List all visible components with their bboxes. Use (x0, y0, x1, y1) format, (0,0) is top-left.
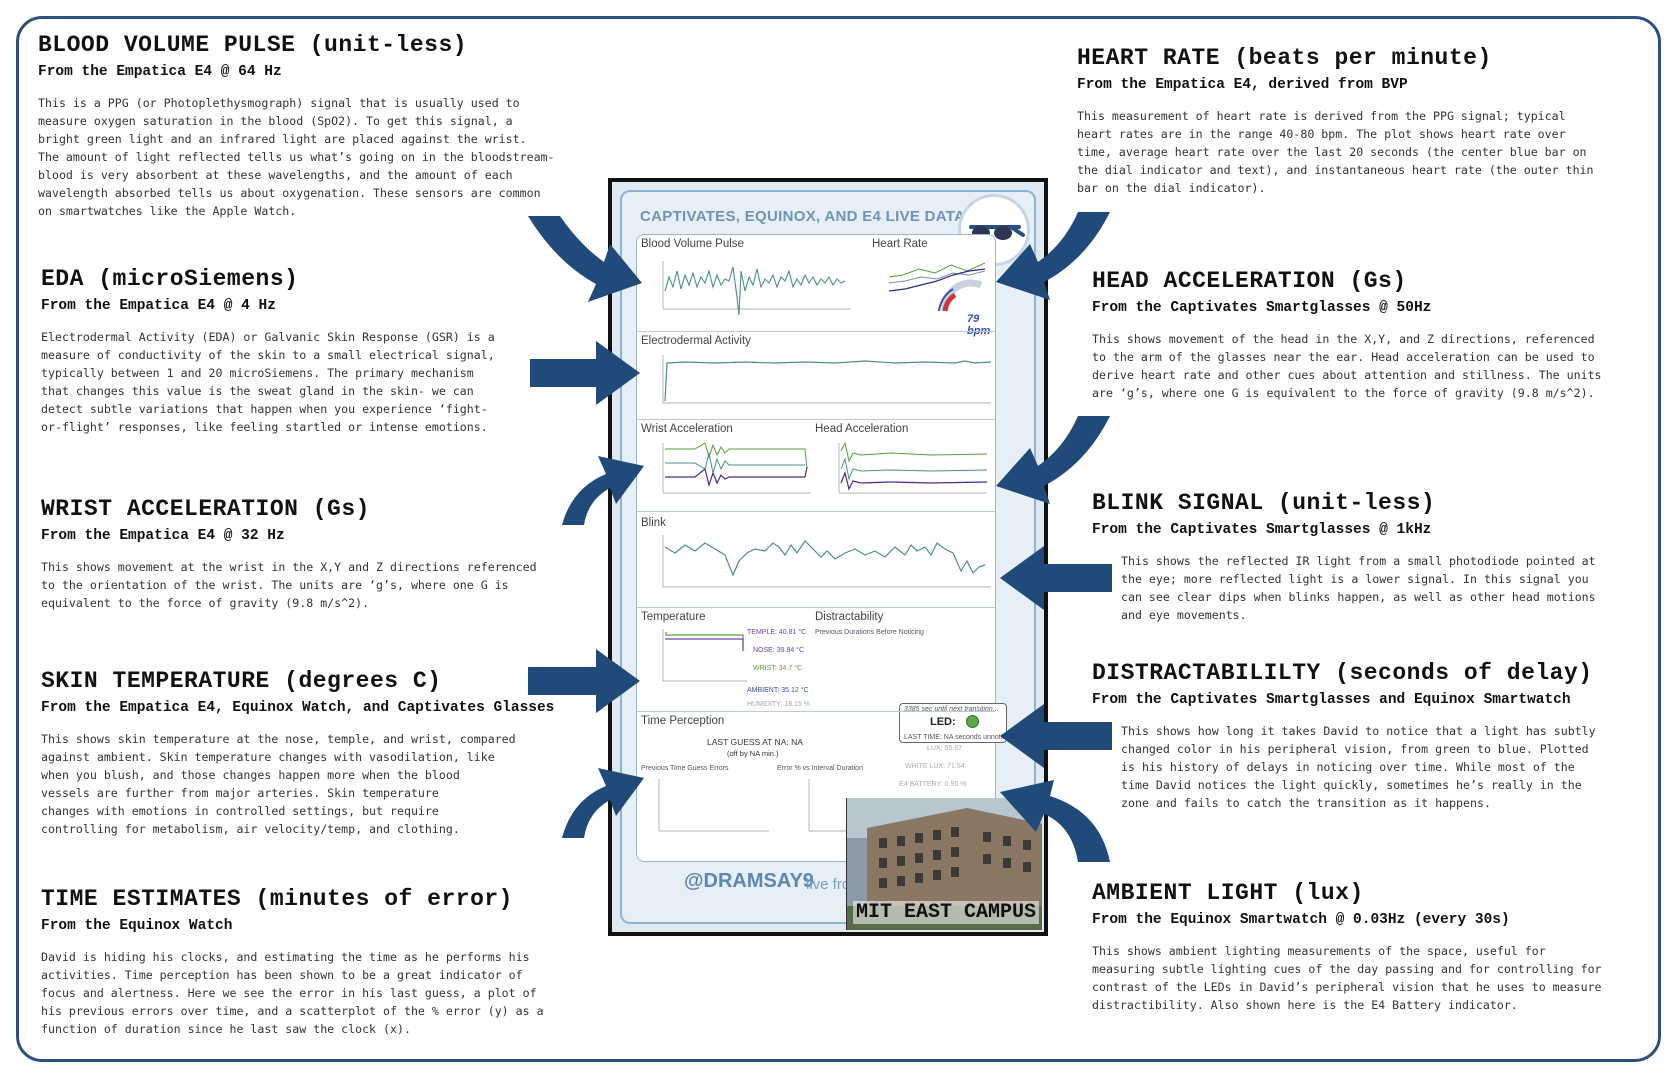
skin-source: From the Empatica E4, Equinox Watch, and… (41, 700, 555, 716)
skin-block: SKIN TEMPERATURE (degrees C) From the Em… (41, 668, 611, 838)
skin-description: This shows skin temperature at the nose,… (41, 732, 516, 836)
panel-label-time: Time Perception (641, 715, 725, 727)
temp-ambient: AMBIENT: 35.12 °C (747, 687, 809, 694)
hr-description: This measurement of heart rate is derive… (1077, 109, 1594, 195)
head-block: HEAD ACCELERATION (Gs) From the Captivat… (1092, 268, 1662, 402)
blink-plot (662, 535, 991, 588)
hr-plot (888, 262, 986, 312)
wrist-description: This shows movement at the wrist in the … (41, 560, 537, 610)
distract-subtitle: Previous Durations Before Noticing (815, 629, 924, 636)
distract-description: This shows how long it takes David to no… (1121, 724, 1596, 810)
white-lux-value: WHITE LUX: 71.54 (905, 763, 965, 770)
ambient-block: AMBIENT LIGHT (lux) From the Equinox Sma… (1092, 880, 1662, 1014)
distract-title: DISTRACTABILILTY (seconds of delay) (1092, 660, 1593, 686)
time-source: From the Equinox Watch (41, 918, 233, 934)
temp-nose: NOSE: 39.84 °C (753, 647, 805, 654)
time-description: David is hiding his clocks, and estimati… (41, 950, 544, 1036)
skin-title: SKIN TEMPERATURE (degrees C) (41, 668, 442, 694)
bvp-title: BLOOD VOLUME PULSE (unit-less) (38, 32, 468, 58)
bvp-block: BLOOD VOLUME PULSE (unit-less) From the … (38, 32, 598, 220)
dashboard-screenshot: CAPTIVATES, EQUINOX, AND E4 LIVE DATA Bl… (608, 178, 1048, 936)
eda-plot (662, 355, 992, 404)
led-last-time: LAST TIME: NA seconds unnoticed (904, 734, 1014, 741)
twitter-handle: @DRAMSAY9 (684, 870, 814, 892)
led-label: LED: (930, 716, 956, 728)
blink-block: BLINK SIGNAL (unit-less) From the Captiv… (1092, 490, 1652, 624)
time-sub-right: Error % vs Interval Duration (777, 765, 863, 772)
temp-humidity: HUMIDITY: 18.15 % (747, 701, 811, 708)
hr-value: 79 bpm (967, 313, 991, 337)
panel-label-eda: Electrodermal Activity (641, 335, 751, 347)
blink-source: From the Captivates Smartglasses @ 1kHz (1092, 522, 1432, 538)
blink-description: This shows the reflected IR light from a… (1121, 554, 1596, 622)
panel-label-bvp: Blood Volume Pulse (641, 238, 744, 250)
dashboard-panel: Blood Volume Pulse Heart Rate 79 bpm Ele… (636, 234, 1013, 862)
campus-label: MIT EAST CAMPUS (853, 901, 1040, 924)
eda-source: From the Empatica E4 @ 4 Hz (41, 298, 276, 314)
eda-block: EDA (microSiemens) From the Empatica E4 … (41, 266, 581, 436)
temp-temple: TEMPLE: 40.81 °C (747, 629, 807, 636)
panel-label-distract: Distractability (815, 611, 884, 623)
dashboard-title: CAPTIVATES, EQUINOX, AND E4 LIVE DATA (640, 208, 966, 225)
temp-wrist: WRIST: 34.7 °C (753, 665, 803, 672)
panel-label-temp: Temperature (641, 611, 706, 623)
last-guess-sub: (off by NA min.) (727, 749, 779, 758)
distract-block: DISTRACTABILILTY (seconds of delay) From… (1092, 660, 1662, 812)
time-sub-left: Previous Time Guess Errors (641, 765, 729, 772)
wrist-source: From the Empatica E4 @ 32 Hz (41, 528, 285, 544)
eda-description: Electrodermal Activity (EDA) or Galvanic… (41, 330, 495, 434)
led-indicator-box: 3385 sec until next transition... LED: L… (899, 703, 1013, 743)
lux-value: LUX: 55.87 (927, 745, 963, 752)
head-accel-plot (838, 441, 988, 494)
distract-source: From the Captivates Smartglasses and Equ… (1092, 692, 1571, 708)
panel-label-head: Head Acceleration (815, 423, 909, 435)
head-description: This shows movement of the head in the X… (1092, 332, 1602, 400)
hr-title: HEART RATE (beats per minute) (1077, 45, 1492, 71)
bvp-plot (662, 261, 851, 316)
bvp-description: This is a PPG (or Photoplethysmograph) s… (38, 96, 555, 218)
time-block: TIME ESTIMATES (minutes of error) From t… (41, 886, 611, 1038)
hr-source: From the Empatica E4, derived from BVP (1077, 77, 1408, 93)
campus-photo: MIT EAST CAMPUS (846, 798, 1042, 930)
temp-plot (662, 629, 747, 682)
last-guess: LAST GUESS AT NA: NA (707, 737, 803, 747)
wrist-title: WRIST ACCELERATION (Gs) (41, 496, 370, 522)
ambient-title: AMBIENT LIGHT (lux) (1092, 880, 1364, 906)
hr-block: HEART RATE (beats per minute) From the E… (1077, 45, 1647, 197)
panel-label-wrist: Wrist Acceleration (641, 423, 733, 435)
led-note: 3385 sec until next transition... (904, 706, 999, 713)
wrist-accel-plot (662, 442, 811, 494)
time-plots (658, 779, 849, 832)
panel-label-blink: Blink (641, 517, 666, 529)
head-source: From the Captivates Smartglasses @ 50Hz (1092, 300, 1432, 316)
dashboard-inner: CAPTIVATES, EQUINOX, AND E4 LIVE DATA Bl… (620, 190, 1042, 930)
wrist-block: WRIST ACCELERATION (Gs) From the Empatic… (41, 496, 601, 612)
time-title: TIME ESTIMATES (minutes of error) (41, 886, 513, 912)
head-title: HEAD ACCELERATION (Gs) (1092, 268, 1407, 294)
eda-title: EDA (microSiemens) (41, 266, 299, 292)
ambient-description: This shows ambient lighting measurements… (1092, 944, 1602, 1012)
bvp-source: From the Empatica E4 @ 64 Hz (38, 64, 282, 80)
panel-label-hr: Heart Rate (872, 238, 928, 250)
led-status-dot (966, 715, 979, 728)
ambient-source: From the Equinox Smartwatch @ 0.03Hz (ev… (1092, 912, 1510, 928)
battery-value: E4 BATTERY: 0.95 % (899, 781, 967, 788)
blink-title: BLINK SIGNAL (unit-less) (1092, 490, 1436, 516)
